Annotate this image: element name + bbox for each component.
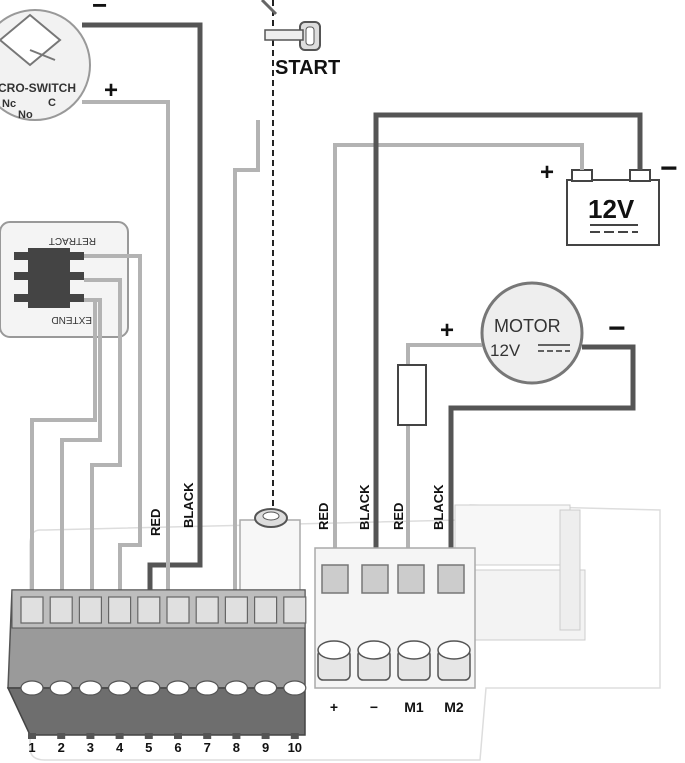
battery-minus-sign: − [660, 152, 678, 185]
microswitch-nc: Nc [2, 98, 16, 110]
wire-label-r1: RED [316, 503, 331, 530]
terminal-hole-6 [166, 680, 190, 696]
motor-plus-wire [406, 343, 482, 590]
microswitch-c: C [48, 97, 56, 109]
microswitch-plus-sign: + [104, 77, 118, 104]
power-terminal-label-3: M2 [444, 699, 464, 715]
terminal-slot-7 [195, 596, 219, 624]
terminal-hole-3 [78, 680, 103, 696]
terminal-pin-4 [115, 733, 124, 739]
terminal-number-5: 5 [145, 740, 152, 755]
microswitch: CRO-SWITCH Nc No C [0, 9, 91, 121]
battery-plus-sign: + [540, 159, 554, 186]
power-terminal-label-1: − [370, 699, 378, 715]
motor: MOTOR 12V + − [440, 281, 626, 385]
wire-label-r2: BLACK [357, 484, 372, 530]
terminal-slot-6 [166, 596, 190, 624]
power-terminal-label-2: M1 [404, 699, 424, 715]
terminal-number-9: 9 [262, 740, 269, 755]
terminal-number-1: 1 [28, 740, 35, 755]
terminal-slot-1 [20, 596, 44, 624]
fuse [397, 364, 427, 426]
microswitch-label: CRO-SWITCH [0, 81, 76, 95]
motor-plus-sign: + [440, 317, 454, 344]
power-terminal-block [314, 547, 476, 689]
start-wire [233, 120, 260, 600]
main-terminal-holes [20, 680, 307, 696]
main-terminal-pins [28, 733, 299, 739]
microswitch-plus-wire [82, 100, 170, 590]
terminal-pin-9 [261, 733, 270, 739]
terminal-number-7: 7 [204, 740, 211, 755]
terminal-pin-3 [86, 733, 95, 739]
extend-label: EXTEND [51, 314, 92, 325]
terminal-slot-8 [224, 596, 248, 624]
microswitch-minus-sign: − [92, 0, 107, 20]
terminal-slot-2 [49, 596, 73, 624]
battery-plus-wire [333, 143, 584, 590]
relay-wires [30, 254, 142, 600]
terminal-slot-5 [137, 596, 161, 624]
terminal-slot-3 [78, 596, 103, 624]
motor-voltage: 12V [490, 341, 521, 360]
terminal-number-6: 6 [174, 740, 181, 755]
battery-label: 12V [588, 194, 635, 224]
terminal-pin-7 [203, 733, 212, 739]
terminal-pin-10 [290, 733, 299, 739]
terminal-slot-10 [283, 596, 307, 624]
wire-label-left-red: RED [148, 509, 163, 536]
start-label: START [275, 57, 340, 79]
retract-label: RETRACT [49, 235, 96, 246]
microswitch-no: No [18, 109, 33, 121]
wire-label-left-black: BLACK [181, 482, 196, 528]
wire-label-r4: BLACK [431, 484, 446, 530]
terminal-number-8: 8 [233, 740, 240, 755]
terminal-hole-9 [254, 680, 278, 696]
terminal-number-3: 3 [87, 740, 94, 755]
terminal-slot-9 [254, 596, 278, 624]
terminal-hole-2 [49, 680, 73, 696]
main-terminal-numbers: 1 2 3 4 5 6 7 8 9 10 [28, 740, 302, 755]
key-cylinder [239, 508, 301, 596]
power-terminal-labels: + − M1 M2 [330, 699, 464, 715]
terminal-hole-10 [283, 680, 307, 696]
terminal-hole-5 [137, 680, 161, 696]
terminal-number-4: 4 [116, 740, 124, 755]
terminal-slot-4 [107, 596, 132, 624]
terminal-hole-8 [224, 680, 248, 696]
microswitch-minus-wire [82, 22, 203, 600]
terminal-number-10: 10 [288, 740, 302, 755]
power-terminal-label-0: + [330, 699, 338, 715]
terminal-hole-7 [195, 680, 219, 696]
main-terminal-slots [20, 596, 307, 624]
battery: 12V + − [540, 152, 678, 246]
motor-minus-sign: − [608, 312, 626, 345]
wire-label-r3: RED [391, 503, 406, 530]
battery-minus-wire [373, 112, 643, 590]
terminal-number-2: 2 [58, 740, 65, 755]
terminal-pin-6 [174, 733, 182, 739]
terminal-pin-5 [144, 733, 153, 739]
terminal-hole-1 [20, 680, 44, 696]
terminal-pin-2 [57, 733, 66, 739]
motor-minus-wire [448, 344, 636, 590]
terminal-pin-1 [28, 733, 36, 739]
key-switch: START [260, 0, 340, 515]
terminal-pin-8 [232, 733, 241, 739]
motor-label: MOTOR [494, 316, 561, 336]
terminal-hole-4 [107, 680, 132, 696]
